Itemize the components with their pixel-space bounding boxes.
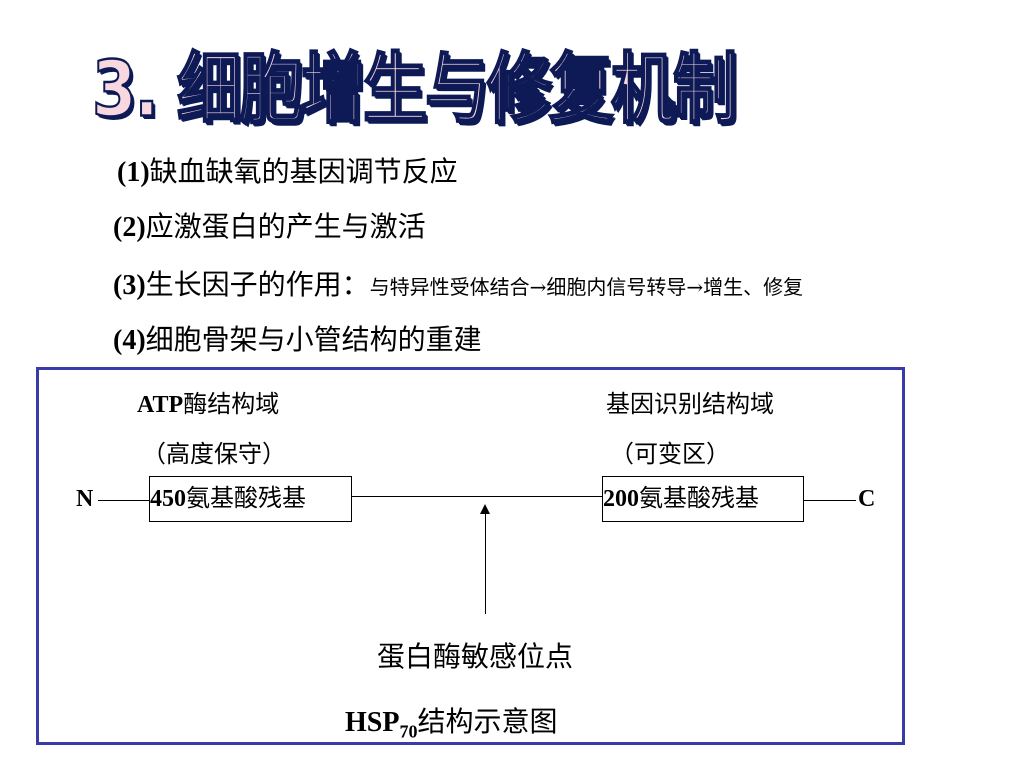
hsp70-diagram-panel — [36, 367, 905, 745]
gene-recognition-box: 200氨基酸残基 — [602, 476, 804, 522]
atp-domain-box: 450氨基酸残基 — [149, 476, 352, 522]
caption-hsp: HSP — [345, 707, 400, 738]
c-terminus: C — [858, 486, 876, 512]
n-terminus: N — [76, 486, 94, 512]
atp-domain-label: ATP酶结构域 — [137, 384, 279, 419]
residue-label: 氨基酸残基 — [639, 484, 759, 512]
c-linker-line — [804, 500, 856, 501]
item-number: (1) — [117, 157, 150, 188]
arrow-shaft — [485, 512, 486, 614]
gene-recognition-domain-label: 基因识别结构域 — [606, 390, 774, 418]
linker-line — [352, 496, 602, 497]
list-item-4: (4)细胞骨架与小管结构的重建 — [113, 318, 482, 358]
list-item-2: (2)应激蛋白的产生与激活 — [113, 205, 426, 245]
diagram-caption: HSP70结构示意图 — [345, 700, 557, 743]
atp-domain-name: 酶结构域 — [183, 390, 280, 418]
gene-recognition-domain-note: （可变区） — [610, 440, 730, 468]
slide-title: 3. 细胞增生与修复机制 — [91, 45, 738, 136]
caption-subscript: 70 — [399, 721, 418, 742]
item-text: 应激蛋白的产生与激活 — [145, 210, 426, 243]
item-text: 缺血缺氧的基因调节反应 — [149, 155, 458, 188]
list-item-3: (3)生长因子的作用：与特异性受体结合→细胞内信号转导→增生、修复 — [113, 263, 803, 303]
protease-site-label: 蛋白酶敏感位点 — [377, 640, 574, 673]
residue-count: 450 — [150, 486, 186, 512]
arrow-up-icon — [480, 504, 490, 514]
item-number: (4) — [113, 325, 146, 356]
caption-rest: 结构示意图 — [417, 705, 558, 738]
list-item-1: (1)缺血缺氧的基因调节反应 — [117, 150, 458, 190]
residue-label: 氨基酸残基 — [186, 484, 306, 512]
item-text: 生长因子的作用： — [145, 268, 370, 301]
item-detail: 与特异性受体结合→细胞内信号转导→增生、修复 — [369, 275, 804, 299]
atp-domain-note: （高度保守） — [142, 440, 286, 468]
n-linker-line — [98, 500, 149, 501]
residue-count: 200 — [603, 486, 639, 512]
atp-prefix: ATP — [137, 392, 184, 418]
item-text: 细胞骨架与小管结构的重建 — [145, 323, 482, 356]
item-number: (3) — [113, 270, 146, 301]
item-number: (2) — [113, 212, 146, 243]
